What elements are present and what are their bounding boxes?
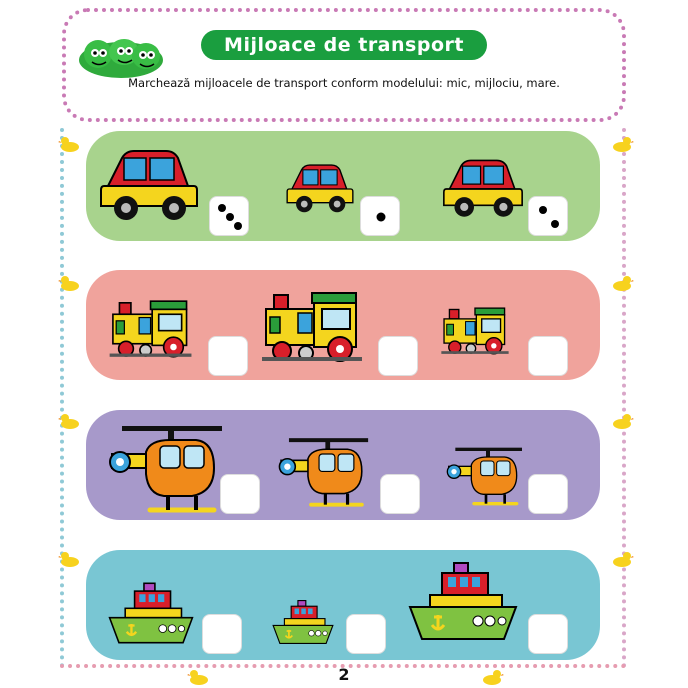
helicopter-small-icon xyxy=(446,447,522,506)
car-small-icon xyxy=(286,164,354,213)
helicopter-medium-icon xyxy=(278,438,369,507)
answer-box[interactable] xyxy=(528,614,568,654)
page-number: 2 xyxy=(338,665,350,684)
answer-box[interactable] xyxy=(346,614,386,654)
duck-icon xyxy=(613,414,634,429)
page-title: Mijloace de transport xyxy=(201,30,487,60)
duck-icon xyxy=(58,276,79,291)
duck-icon xyxy=(58,137,79,152)
train-small-icon xyxy=(441,307,509,355)
answer-box[interactable] xyxy=(360,196,400,236)
car-large-icon xyxy=(100,150,198,220)
ship-large-icon xyxy=(408,562,518,640)
duck-icon xyxy=(613,552,634,567)
answer-box[interactable] xyxy=(202,614,242,654)
bottom-decorative-border xyxy=(60,664,626,668)
duck-icon xyxy=(58,414,79,429)
duck-icon xyxy=(187,670,208,685)
dice-two-dots-icon xyxy=(539,206,559,228)
ship-medium-icon xyxy=(108,582,194,644)
instruction-text: Marchează mijloacele de transport confor… xyxy=(128,76,560,90)
answer-box[interactable] xyxy=(378,336,418,376)
duck-icon xyxy=(58,552,79,567)
answer-box[interactable] xyxy=(209,196,249,236)
answer-box[interactable] xyxy=(528,196,568,236)
duck-icon xyxy=(613,276,634,291)
answer-box[interactable] xyxy=(220,474,260,514)
answer-box[interactable] xyxy=(208,336,248,376)
answer-box[interactable] xyxy=(528,474,568,514)
train-medium-icon xyxy=(109,300,192,358)
dice-three-dots-icon xyxy=(218,204,242,230)
car-medium-icon xyxy=(443,159,523,217)
duck-icon xyxy=(613,137,634,152)
header-decorative-border xyxy=(62,8,626,122)
dice-one-dot-icon xyxy=(376,212,386,222)
answer-box[interactable] xyxy=(380,474,420,514)
mascot-peas-icon xyxy=(79,39,163,78)
right-decorative-border xyxy=(622,128,626,668)
train-large-icon xyxy=(262,292,362,362)
helicopter-large-icon xyxy=(109,426,222,513)
duck-icon xyxy=(483,670,504,685)
left-decorative-border xyxy=(60,128,64,668)
ship-small-icon xyxy=(272,600,334,644)
answer-box[interactable] xyxy=(528,336,568,376)
